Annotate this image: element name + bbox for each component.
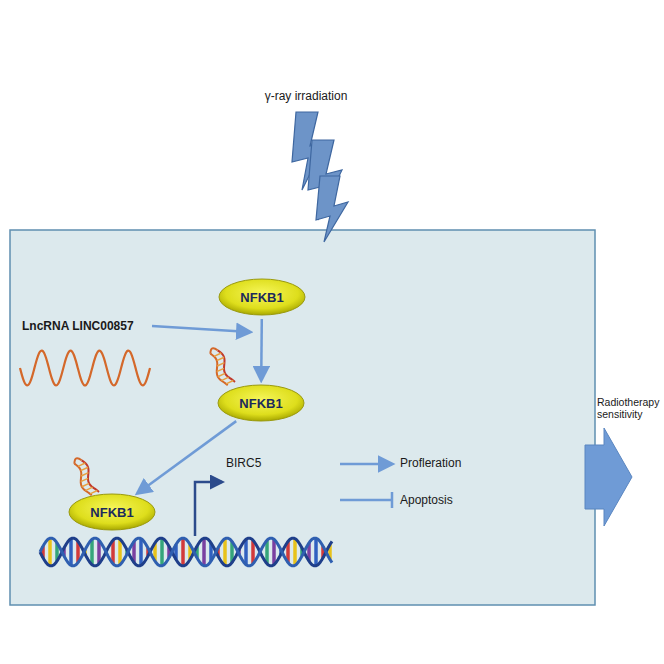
- base-pair: [69, 539, 73, 566]
- cell-panel: [10, 230, 595, 605]
- translocation-arrow: [260, 319, 263, 380]
- base-pair: [118, 539, 122, 564]
- rna-rung: [78, 463, 85, 466]
- inhibit-bar: [391, 492, 394, 508]
- lncrna-strand: [20, 351, 150, 386]
- dna-strand: [40, 538, 332, 566]
- ellipse-outline: [69, 494, 155, 530]
- rna-rung: [217, 368, 224, 371]
- rna-rung: [85, 487, 92, 490]
- rna-rung: [82, 483, 89, 486]
- stimulus-label: γ-ray irradiation: [265, 89, 348, 103]
- outcome-arrow: [585, 428, 632, 526]
- base-pair: [272, 539, 276, 564]
- protein-name: NFKB1: [240, 290, 283, 305]
- rna-stem-loop: [70, 455, 100, 497]
- base-pair: [202, 538, 206, 566]
- outcome-label: Apoptosis: [400, 493, 453, 507]
- rna-rung: [214, 353, 221, 356]
- protein-ellipse: NFKB1: [217, 384, 305, 422]
- gene-name: BIRC5: [226, 456, 261, 470]
- rna-rung: [81, 473, 88, 476]
- base-pair: [48, 538, 52, 566]
- protein-name: NFKB1: [90, 505, 133, 520]
- ellipse-outline: [219, 279, 305, 315]
- rna-rung: [221, 377, 228, 380]
- rna-rung: [226, 380, 233, 383]
- protein-ellipse: NFKB1: [68, 493, 156, 531]
- base-pair: [90, 539, 94, 564]
- result-label: Radiotherapy sensitivity: [597, 396, 661, 420]
- base-pair: [139, 539, 143, 566]
- regulation-arrow: [152, 326, 250, 332]
- promoter-arrow: [195, 482, 222, 536]
- rna-rung: [81, 467, 88, 470]
- rna-strand: [72, 462, 93, 497]
- dna-helix: [40, 538, 332, 566]
- rna-strand: [215, 349, 236, 384]
- rna-rung: [217, 363, 224, 366]
- translocation-arrow: [138, 421, 237, 493]
- outcome-label: Profleration: [400, 456, 461, 470]
- lncrna-name: LncRNA LINC00857: [22, 319, 134, 333]
- base-pair: [181, 538, 185, 566]
- base-pair: [314, 538, 318, 566]
- rna-rung: [217, 357, 224, 360]
- base-pair: [293, 539, 297, 566]
- base-pair: [160, 538, 164, 566]
- dna-strand: [40, 538, 332, 566]
- rna-loop: [73, 457, 82, 464]
- promote-arrow: [340, 463, 392, 466]
- ellipse-outline: [218, 385, 304, 421]
- protein-ellipse: NFKB1: [218, 278, 306, 316]
- lightning-symbol: [292, 112, 348, 242]
- rna-stem-loop: [206, 345, 236, 387]
- protein-name: NFKB1: [239, 396, 282, 411]
- rna-strand: [79, 459, 100, 494]
- rna-rung: [81, 478, 88, 481]
- base-pair: [244, 539, 248, 564]
- rna-rung: [90, 490, 97, 493]
- rna-strand: [208, 352, 229, 387]
- rna-loop: [209, 347, 218, 354]
- rna-rung: [218, 373, 225, 376]
- inhibit-line: [340, 499, 392, 502]
- base-pair: [223, 539, 227, 566]
